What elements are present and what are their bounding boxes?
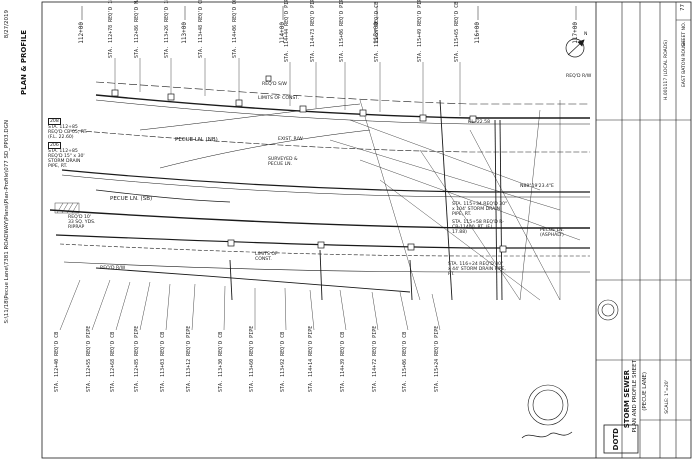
project-number: H.001117 (LOCAL ROADS) (664, 40, 669, 101)
pecue-ln-sb-label: PECUE LN. (SB) (110, 196, 153, 202)
riprap-label: REQ'D 10' 33 SQ. YDS. RIPRAP (68, 215, 96, 230)
callout-top: STA. 115+27 REQ'D CB (374, 1, 380, 62)
callout-bottom: STA. 113+60 REQ'D PIPE (249, 325, 255, 392)
surveyed-label: SURVEYED & PECUE LN. (268, 157, 298, 167)
callout-bottom: STA. 112+85 REQ'D PIPE (134, 325, 140, 392)
exist-rw-label: EXIST. R/W (278, 137, 303, 142)
note-b-text: STA. 112+85 REQ'D 15" x 30' STORM DRAIN … (48, 149, 85, 169)
reqd-rw-left-label: REQ'D R/W (100, 266, 126, 271)
callout-bottom: STA. 114+39 REQ'D CB (340, 331, 346, 392)
agency-logo: DOTD (612, 428, 620, 451)
callout-bottom: STA. 114+72 REQ'D PIPE (372, 325, 378, 392)
note-a-number: 208 (48, 118, 61, 125)
callout-top: STA. 112+86 REQ'D MANHOLE (134, 0, 140, 58)
callout-bottom: STA. 112+68 REQ'D CB (110, 331, 116, 392)
note-right-c: STA. 116+24 REQ'D 30" x 44' STORM DRAIN … (448, 262, 506, 277)
callout-bottom: STA. 115+24 REQ'D PIPE (434, 325, 440, 392)
callout-top: STA. 115+06 REQ'D PIPE (339, 0, 345, 62)
note-right-b: STA. 115+58 REQ'D R-CB-11400, RT. (F.L. … (452, 220, 504, 235)
limits-bottom-label: LIMITS OF CONST. (255, 252, 278, 262)
note-right-a: STA. 115+34 REQ'D 30" x 104' STORM DRAIN… (452, 202, 508, 217)
callout-bottom: STA. 114+14 REQ'D PIPE (308, 325, 314, 392)
station-label: 117+00 (572, 22, 579, 44)
callout-bottom: STA. 113+03 REQ'D CB (160, 331, 166, 392)
pecue-asphalt-label: PECUE LN. (ASPHALT) (540, 228, 565, 238)
callout-bottom: STA. 112+55 REQ'D PIPE (86, 325, 92, 392)
project-city: EAST BATON ROUGE (682, 40, 687, 88)
callout-top: STA. 114+73 REQ'D PIPE (310, 0, 316, 62)
title-main: STORM SEWER (623, 370, 631, 429)
callout-top: STA. 114+06 REQ'D DRAIN PIPE (232, 0, 238, 58)
note-a-text: STA. 112+85 REQ'D CB-05, RT. (F.L. 22.60… (48, 125, 88, 140)
reqd-rw-right-label: REQ'D R/W (566, 74, 592, 79)
callout-bottom: STA. 113+12 REQ'D PIPE (186, 325, 192, 392)
callout-bottom: STA. 113+92 REQ'D CB (280, 331, 286, 392)
title-road: (PECUE LANE) (642, 372, 648, 411)
callout-top: STA. 113+26 REQ'D 18" RCP (164, 0, 170, 58)
callout-bottom: STA. 112+40 REQ'D CB (54, 331, 60, 392)
callout-bottom: STA. 113+30 REQ'D CB (218, 331, 224, 392)
sheet-number: 77 (680, 4, 686, 11)
bearing-label: N88°19'23.4"E (520, 184, 554, 189)
scale-label: SCALE: 1"=20' (665, 380, 670, 414)
callout-top: STA. 113+48 REQ'D CB (198, 0, 204, 58)
north-arrow-icon: N (584, 32, 588, 37)
pecue-ln-nb-label: PECUE LN. (NB) (175, 137, 218, 143)
limits-top-label: LIMITS OF CONST. (258, 96, 300, 101)
title-sub: PLAN AND PROFILE SHEET (632, 360, 638, 433)
callout-top: STA. 112+78 REQ'D 18" RCP (108, 0, 114, 58)
callout-top: STA. 115+65 REQ'D CB (454, 1, 460, 62)
station-label: 112+00 (78, 22, 85, 44)
reqd-sw-label: REQ'D S/W (262, 82, 287, 87)
station-label: 116+00 (474, 22, 481, 44)
callout-top: STA. 114+44 REQ'D PIPE (284, 0, 290, 62)
callout-bottom: STA. 115+06 REQ'D CB (402, 331, 408, 392)
sheet-label: SHEET NO. (682, 22, 687, 47)
note-b-number: 206 (48, 142, 61, 149)
fl-label: F.L. 22.58 (468, 120, 490, 125)
station-label: 113+00 (181, 22, 188, 44)
callout-top: STA. 115+49 REQ'D PIPE (417, 0, 423, 62)
